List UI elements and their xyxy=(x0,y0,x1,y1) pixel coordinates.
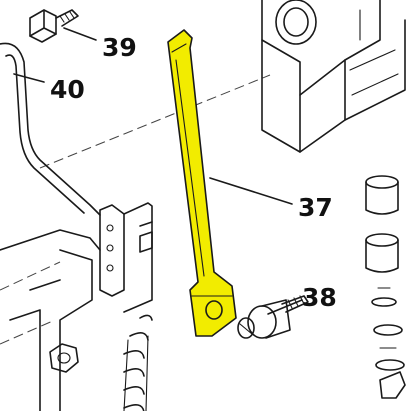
part-37-lever xyxy=(167,29,237,337)
dashed-reference-lines xyxy=(0,74,271,345)
housing-block xyxy=(261,0,406,153)
callout-37: 37 xyxy=(298,193,333,222)
leader-lines xyxy=(13,27,303,315)
hex-nut xyxy=(49,343,79,373)
part-39-screw xyxy=(29,9,79,43)
coil-spring xyxy=(123,314,153,411)
callout-39: 39 xyxy=(102,33,137,62)
part-40-rod xyxy=(0,42,101,216)
mounting-bracket xyxy=(0,202,153,411)
washer-stack xyxy=(365,175,406,399)
callout-38: 38 xyxy=(302,283,337,312)
callout-40: 40 xyxy=(50,75,85,104)
